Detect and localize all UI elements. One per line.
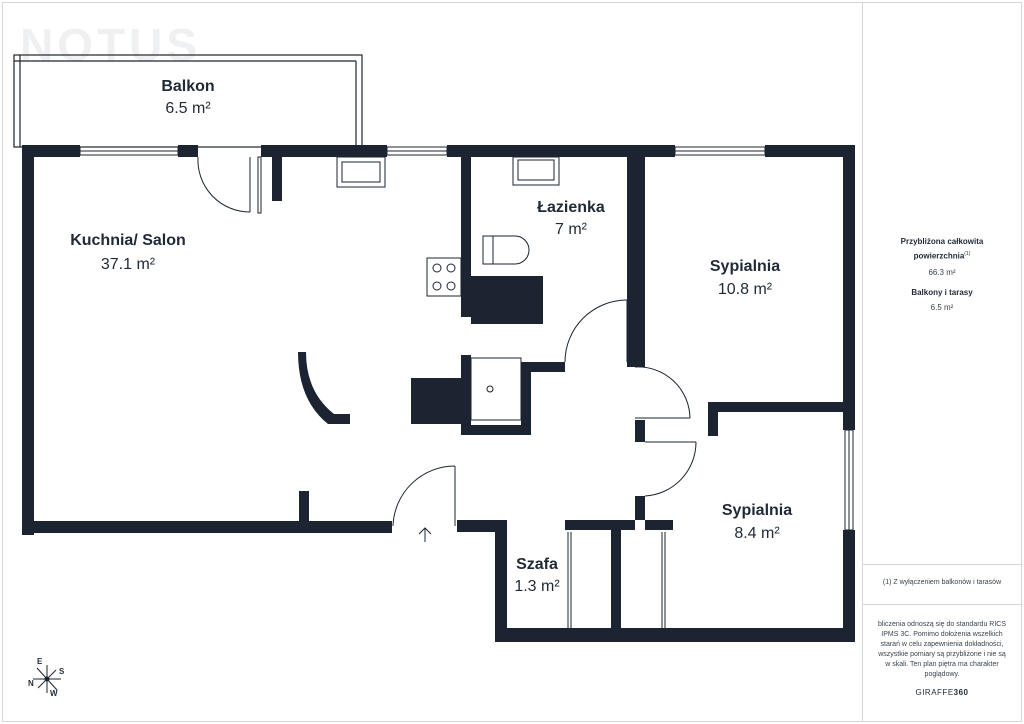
room-name-balkon: Balkon [161,78,215,95]
brand-part1: GIRAFFE [915,688,954,697]
room-area-szafa: 1.3 m² [514,578,560,595]
brand-part2: 360 [953,688,969,697]
floor-plan [13,54,855,693]
total-area-label: Przybliżona całkowita powierzchnia [900,237,984,261]
disclaimer: bliczenia odnoszą się do standardu RICS … [877,621,1007,678]
balcony-area-value: 6.5 m² [930,302,954,312]
room-area-sypialnia-1: 10.8 m² [717,281,773,298]
walls [22,145,855,642]
total-area-value: 66.3 m² [928,267,956,277]
room-area-balkon: 6.5 m² [165,100,211,117]
room-area-lazienka: 7 m² [555,221,587,238]
total-area-block: Przybliżona całkowita powierzchnia(1) 66… [866,236,1018,314]
compass-w: W [50,689,58,698]
brand-logo: GIRAFFE360 [866,688,1018,697]
logo: NOTUS [20,19,201,71]
sidebar-divider [862,3,863,721]
footnote-divider-bottom [863,604,1021,605]
kitchen-island [298,352,350,424]
room-area-kuchnia-salon: 37.1 m² [100,256,156,273]
compass-rose [33,665,61,693]
total-area-footnote-mark: (1) [964,251,971,257]
compass-s: S [59,667,65,676]
room-area-sypialnia-2: 8.4 m² [734,525,780,542]
room-name-szafa: Szafa [516,556,558,573]
room-name-sypialnia-2: Sypialnia [721,502,793,519]
balcony-area-label: Balkony i tarasy [911,287,973,297]
compass-n: N [28,679,34,688]
room-name-lazienka: Łazienka [537,199,605,216]
footnote: (1) Z wyłączeniem balkonów i tarasów [882,579,1002,586]
room-name-sypialnia-1: Sypialnia [709,258,781,275]
room-name-kuchnia-salon: Kuchnia/ Salon [70,232,186,249]
compass-e: E [37,657,43,666]
footnote-divider-top [863,564,1021,565]
